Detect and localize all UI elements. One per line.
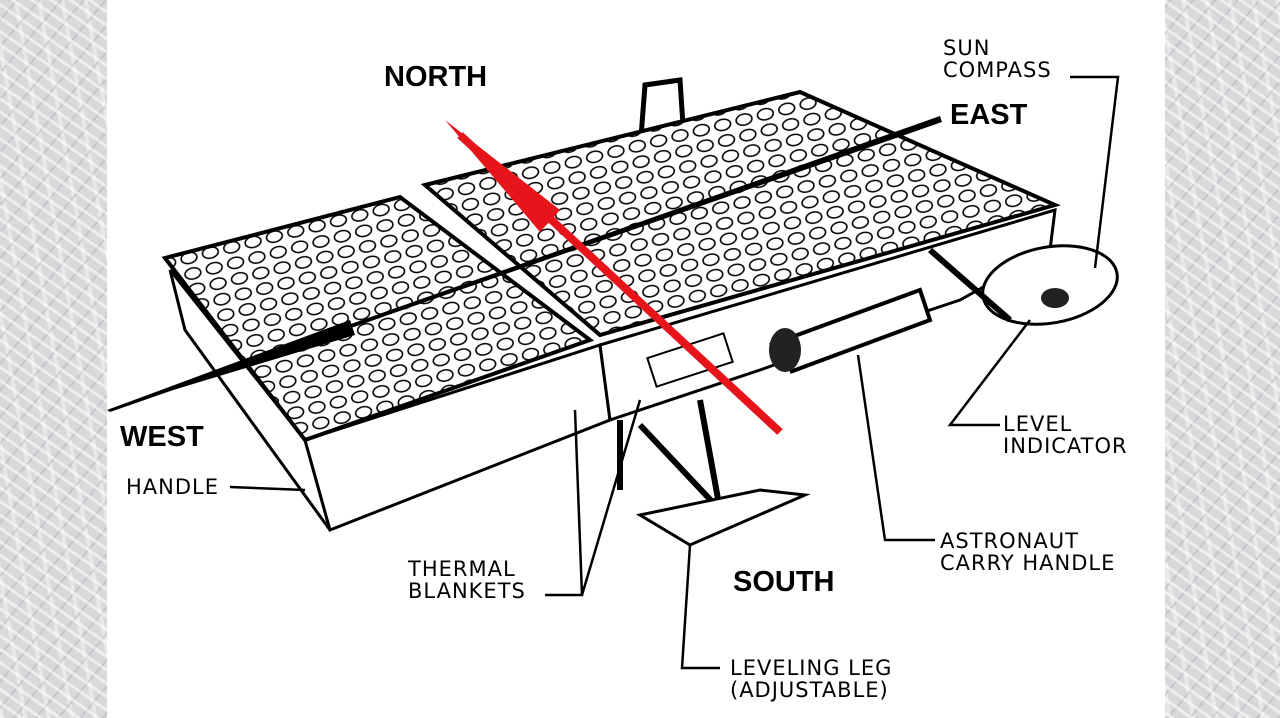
level-line2: INDICATOR — [1003, 434, 1128, 459]
north-arrow-head — [445, 120, 560, 232]
sun-compass-line2: COMPASS — [943, 58, 1052, 83]
leveling-line1: LEVELING LEG — [730, 656, 893, 680]
carry-handle-label: ASTRONAUT CARRY HANDLE — [940, 530, 1115, 574]
thermal-blankets-label: THERMAL BLANKETS — [408, 558, 526, 602]
leader-lines — [229, 75, 1120, 670]
level-indicator-label: LEVEL INDICATOR — [1003, 413, 1128, 457]
handle-label: HANDLE — [126, 475, 220, 499]
level-line1: LEVEL — [1003, 412, 1073, 436]
leg-foot — [635, 488, 811, 547]
north-label: NORTH — [384, 61, 488, 93]
thermal-line2: BLANKETS — [408, 579, 526, 604]
leveling-line2: (ADJUSTABLE) — [730, 678, 889, 703]
thermal-line1: THERMAL — [408, 557, 516, 581]
right-panel — [420, 89, 1061, 338]
leveling-leg-label: LEVELING LEG (ADJUSTABLE) — [730, 657, 892, 701]
sun-compass-line1: SUN — [943, 36, 991, 60]
carry-handle — [769, 287, 933, 374]
carry-line1: ASTRONAUT — [940, 529, 1079, 553]
knob — [769, 328, 801, 372]
east-label: EAST — [950, 99, 1028, 131]
sun-compass-label: SUN COMPASS — [943, 37, 1052, 81]
leveling-leg — [617, 399, 723, 513]
carry-line2: CARRY HANDLE — [940, 551, 1116, 576]
west-label: WEST — [120, 421, 204, 453]
south-label: SOUTH — [733, 566, 835, 598]
top-handle — [637, 77, 687, 151]
